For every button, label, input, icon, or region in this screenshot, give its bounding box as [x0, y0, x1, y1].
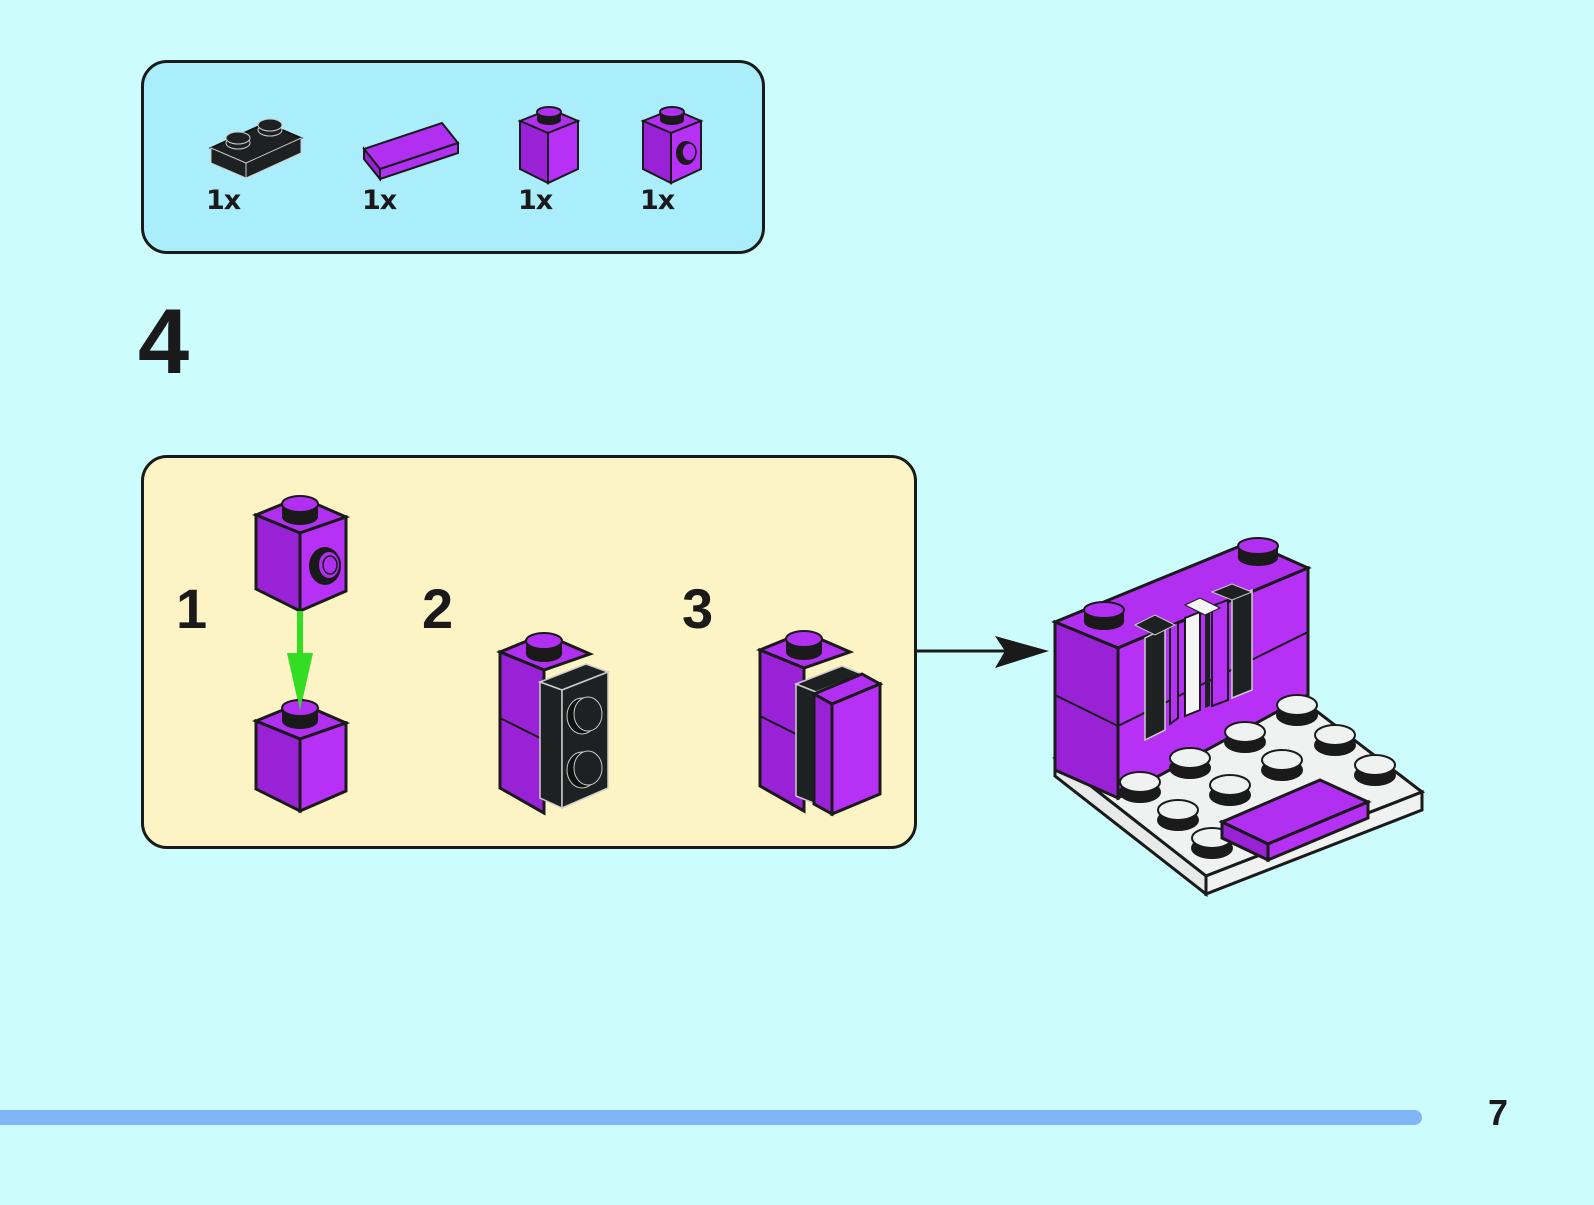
- purple-brick-icon: [252, 683, 351, 814]
- green-arrow-icon: [287, 611, 313, 711]
- substep-number: 2: [422, 577, 454, 640]
- part-purple-tile-icon: [362, 121, 460, 182]
- part-purple-side-stud-brick-icon: [640, 106, 704, 185]
- part-purple-brick-icon: [517, 106, 581, 185]
- substep-number: 3: [682, 577, 714, 640]
- connector-arrow-icon: [917, 636, 1049, 668]
- substep1-illustration: [252, 495, 351, 814]
- substep-number: 1: [176, 577, 208, 640]
- part-black-plate-icon: [208, 118, 304, 179]
- part-quantity: 1x: [518, 185, 553, 216]
- step-number: 4: [138, 291, 190, 393]
- substep3-illustration: [756, 630, 884, 817]
- progress-bar: [0, 1110, 1422, 1125]
- substep2-illustration: [496, 632, 611, 816]
- page-number: 7: [1488, 1092, 1509, 1133]
- part-quantity: 1x: [206, 185, 241, 216]
- parts-list-box: 1x 1x 1x 1x: [141, 60, 765, 254]
- result-model-illustration: [1051, 537, 1426, 898]
- part-quantity: 1x: [640, 185, 675, 216]
- part-quantity: 1x: [362, 185, 397, 216]
- side-stud-brick-icon: [252, 495, 351, 614]
- substep-box: 1 2 3: [141, 455, 917, 849]
